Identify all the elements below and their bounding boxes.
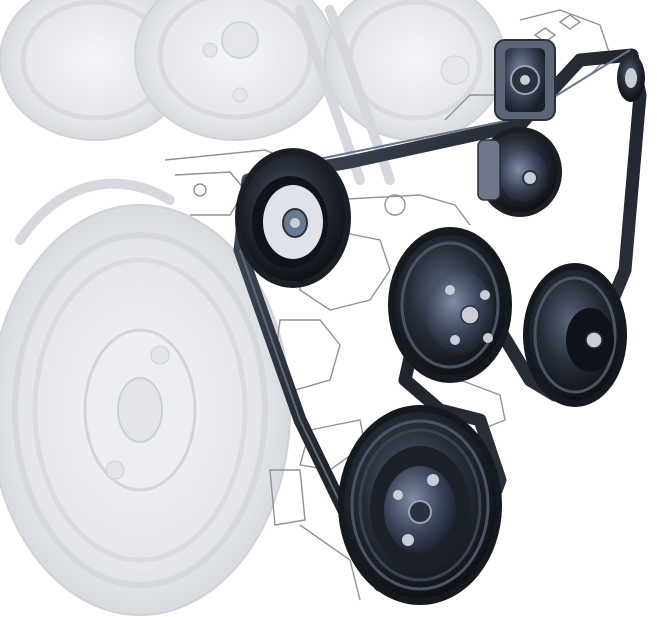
alternator-pulley-icon (494, 39, 645, 121)
ghost-pulley-top-center (134, 0, 336, 141)
water-pump-pulley-icon (388, 227, 512, 383)
crankshaft-pulley-icon (338, 405, 502, 605)
ghost-pulley-large (0, 204, 291, 616)
power-steering-pulley-icon (523, 263, 627, 407)
tensioner-pulley-icon (477, 127, 562, 217)
idler-pulley-icon (235, 148, 351, 288)
ghost-background (0, 0, 506, 616)
